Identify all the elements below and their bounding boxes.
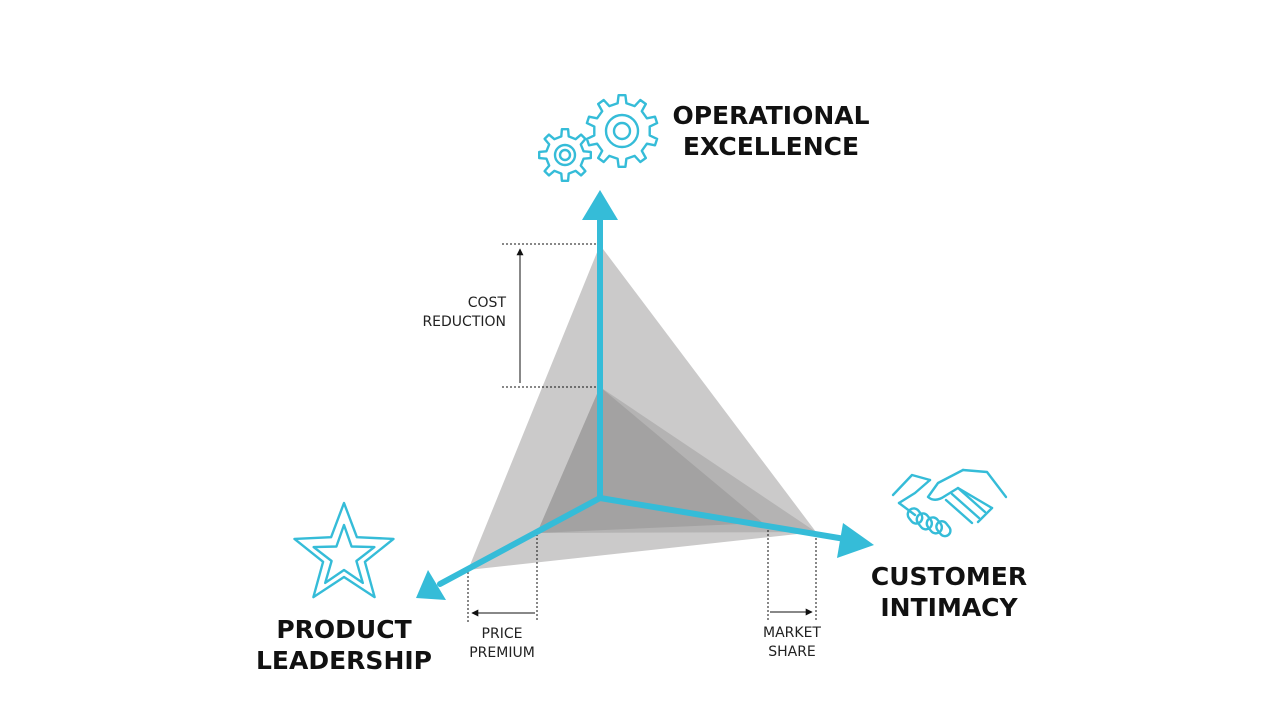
axis-lines <box>437 215 848 587</box>
axis-arrowhead-up <box>582 190 618 220</box>
customer-intimacy-line2: INTIMACY <box>880 593 1018 622</box>
price-premium-line1: PRICE <box>481 626 523 642</box>
customer-intimacy-title: CUSTOMER INTIMACY <box>860 561 1038 623</box>
product-leadership-line1: PRODUCT <box>276 615 412 644</box>
gears-icon <box>538 94 659 182</box>
axis-arrowhead-left <box>416 570 446 600</box>
handshake-icon <box>891 468 1008 538</box>
price-premium-label: PRICE PREMIUM <box>452 625 552 663</box>
price-premium-line2: PREMIUM <box>469 645 535 661</box>
market-share-label: MARKET SHARE <box>742 624 842 662</box>
inner-triangle <box>537 387 763 533</box>
operational-excellence-line2: EXCELLENCE <box>682 132 860 161</box>
axis-arrowhead-right <box>837 523 874 558</box>
dashed-guides <box>467 243 817 622</box>
cost-reduction-line1: COST <box>467 295 506 311</box>
cost-reduction-line2: REDUCTION <box>422 314 506 330</box>
market-share-line1: MARKET <box>763 625 821 641</box>
customer-intimacy-line1: CUSTOMER <box>870 562 1028 591</box>
operational-excellence-title: OPERATIONAL EXCELLENCE <box>662 100 880 162</box>
product-leadership-title: PRODUCT LEADERSHIP <box>246 614 442 676</box>
star-icon <box>293 501 395 599</box>
operational-excellence-line1: OPERATIONAL <box>672 101 870 130</box>
market-share-line2: SHARE <box>768 644 816 660</box>
product-leadership-line2: LEADERSHIP <box>256 646 432 675</box>
cost-reduction-label: COST REDUCTION <box>396 294 506 332</box>
